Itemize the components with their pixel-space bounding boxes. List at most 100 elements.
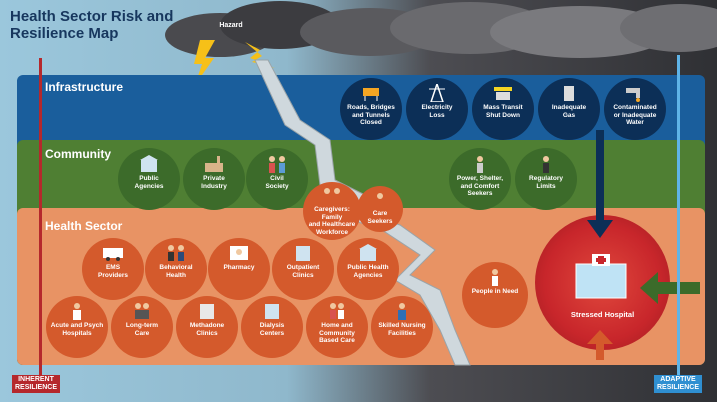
node-label: Limits — [536, 182, 556, 190]
node-label: Providers — [98, 271, 128, 279]
hazard-label: Hazard — [219, 22, 243, 29]
methadone-clinics-node: Methadone Clinics — [176, 296, 238, 358]
outpatient-clinics-node: Outpatient Clinics — [272, 238, 334, 300]
node-label: Skilled Nursing — [378, 322, 426, 329]
node-label: Civil — [270, 175, 284, 182]
long-term-care-node: Long-term Care — [111, 296, 173, 358]
node-label: Care — [372, 210, 388, 217]
faucet-icon — [624, 84, 646, 102]
node-label: Loss — [429, 111, 445, 119]
elderly-care-icon — [131, 302, 153, 320]
dialysis-centers-node: Dialysis Centers — [241, 296, 303, 358]
node-label: and Comfort — [460, 182, 500, 190]
node-label: Contaminated — [613, 104, 657, 111]
regulatory-limits-node: Regulatory Limits — [515, 148, 577, 210]
roads-bridges-node: Roads, Bridges and Tunnels Closed — [340, 78, 402, 140]
node-label: Mass Transit — [483, 104, 523, 111]
node-label: Clinics — [292, 271, 314, 279]
civil-society-node: Civil Society — [246, 148, 308, 210]
node-label: Closed — [360, 119, 382, 126]
person-in-need-icon — [484, 268, 506, 286]
care-seekers-node: Care Seekers — [357, 186, 403, 232]
building-icon — [261, 302, 283, 320]
public-agencies-node: Public Agencies — [118, 148, 180, 210]
node-label: Roads, Bridges — [347, 104, 395, 111]
caregivers-node: Caregivers: Family and Healthcare Workfo… — [303, 182, 361, 240]
node-label: Care — [134, 329, 150, 337]
node-label: Hospitals — [62, 329, 92, 337]
doctor-icon — [66, 302, 88, 320]
gas-node: Inadequate Gas — [538, 78, 600, 140]
family-icon — [266, 155, 288, 173]
stressed-hospital-label: Stressed Hospital — [570, 310, 635, 319]
node-label: Pharmacy — [223, 264, 255, 271]
agency-building-icon — [357, 244, 379, 262]
nurse-icon — [391, 302, 413, 320]
node-label: Workforce — [315, 228, 349, 236]
node-label: Caregivers: Family — [314, 206, 350, 221]
node-label: Facilities — [388, 329, 416, 337]
node-label: or Inadequate — [613, 111, 657, 119]
title-line-2: Resilience Map — [10, 25, 119, 42]
node-label: Centers — [259, 329, 285, 337]
clinic-icon — [196, 302, 218, 320]
infrastructure-label: Infrastructure — [45, 80, 124, 94]
ems-providers-node: EMS Providers — [82, 238, 144, 300]
node-label: and Tunnels — [352, 111, 390, 119]
node-label: Seekers — [467, 190, 493, 197]
badge-line: INHERENT — [18, 376, 54, 383]
train-icon — [492, 84, 514, 102]
health-sector-label: Health Sector — [45, 219, 123, 233]
patient-icon — [369, 190, 391, 208]
public-health-agencies-node: Public Health Agencies — [337, 238, 399, 300]
community-label: Community — [45, 147, 111, 161]
node-label: Seekers — [367, 217, 393, 225]
node-label: Gas — [562, 111, 576, 119]
caregivers-icon — [321, 186, 343, 204]
lightning-icon — [194, 40, 275, 85]
node-label: Regulatory — [529, 175, 563, 182]
person-icon — [469, 155, 491, 173]
node-label: Public Health — [347, 264, 389, 271]
node-label: Water — [626, 119, 644, 126]
node-label: Based Care — [319, 337, 355, 344]
inherent-resilience-badge: INHERENT RESILIENCE — [12, 375, 61, 393]
factory-icon — [203, 155, 225, 173]
inherent-resilience-line — [39, 58, 42, 376]
arrow-left-icon — [640, 272, 700, 304]
mass-transit-node: Mass Transit Shut Down — [472, 78, 534, 140]
node-label: Industry — [201, 182, 227, 190]
gas-pump-icon — [558, 84, 580, 102]
government-building-icon — [138, 155, 160, 173]
node-label: and Healthcare — [308, 221, 356, 228]
node-label: Long-term — [125, 322, 159, 329]
official-icon — [535, 155, 557, 173]
node-label: Dialysis — [259, 322, 285, 329]
skilled-nursing-node: Skilled Nursing Facilities — [371, 296, 433, 358]
counseling-icon — [165, 244, 187, 262]
private-industry-node: Private Industry — [183, 148, 245, 210]
page-title: Health Sector Risk and Resilience Map — [10, 8, 173, 42]
caregiver-pair-icon — [326, 302, 348, 320]
node-label: Health — [166, 271, 186, 279]
pharmacy-node: Pharmacy — [208, 238, 270, 300]
node-label: Shut Down — [486, 111, 520, 119]
adaptive-resilience-badge: ADAPTIVE RESILIENCE — [654, 375, 703, 393]
node-label: Public — [139, 175, 159, 182]
people-in-need-node: People in Need — [462, 262, 528, 328]
node-label: Private — [203, 175, 225, 182]
badge-line: RESILIENCE — [15, 384, 58, 391]
hospital-icon — [575, 254, 627, 299]
node-label: Behavioral — [159, 264, 193, 271]
node-label: Agencies — [353, 271, 383, 279]
node-label: EMS — [105, 264, 121, 271]
water-node: Contaminated or Inadequate Water — [604, 78, 666, 140]
node-label: Methadone — [189, 322, 225, 329]
node-label: Outpatient — [286, 264, 320, 271]
electricity-node: Electricity Loss — [406, 78, 468, 140]
clinic-building-icon — [292, 244, 314, 262]
node-label: People in Need — [471, 288, 519, 295]
node-label: Community — [319, 329, 355, 337]
road-sign-icon — [360, 84, 382, 102]
